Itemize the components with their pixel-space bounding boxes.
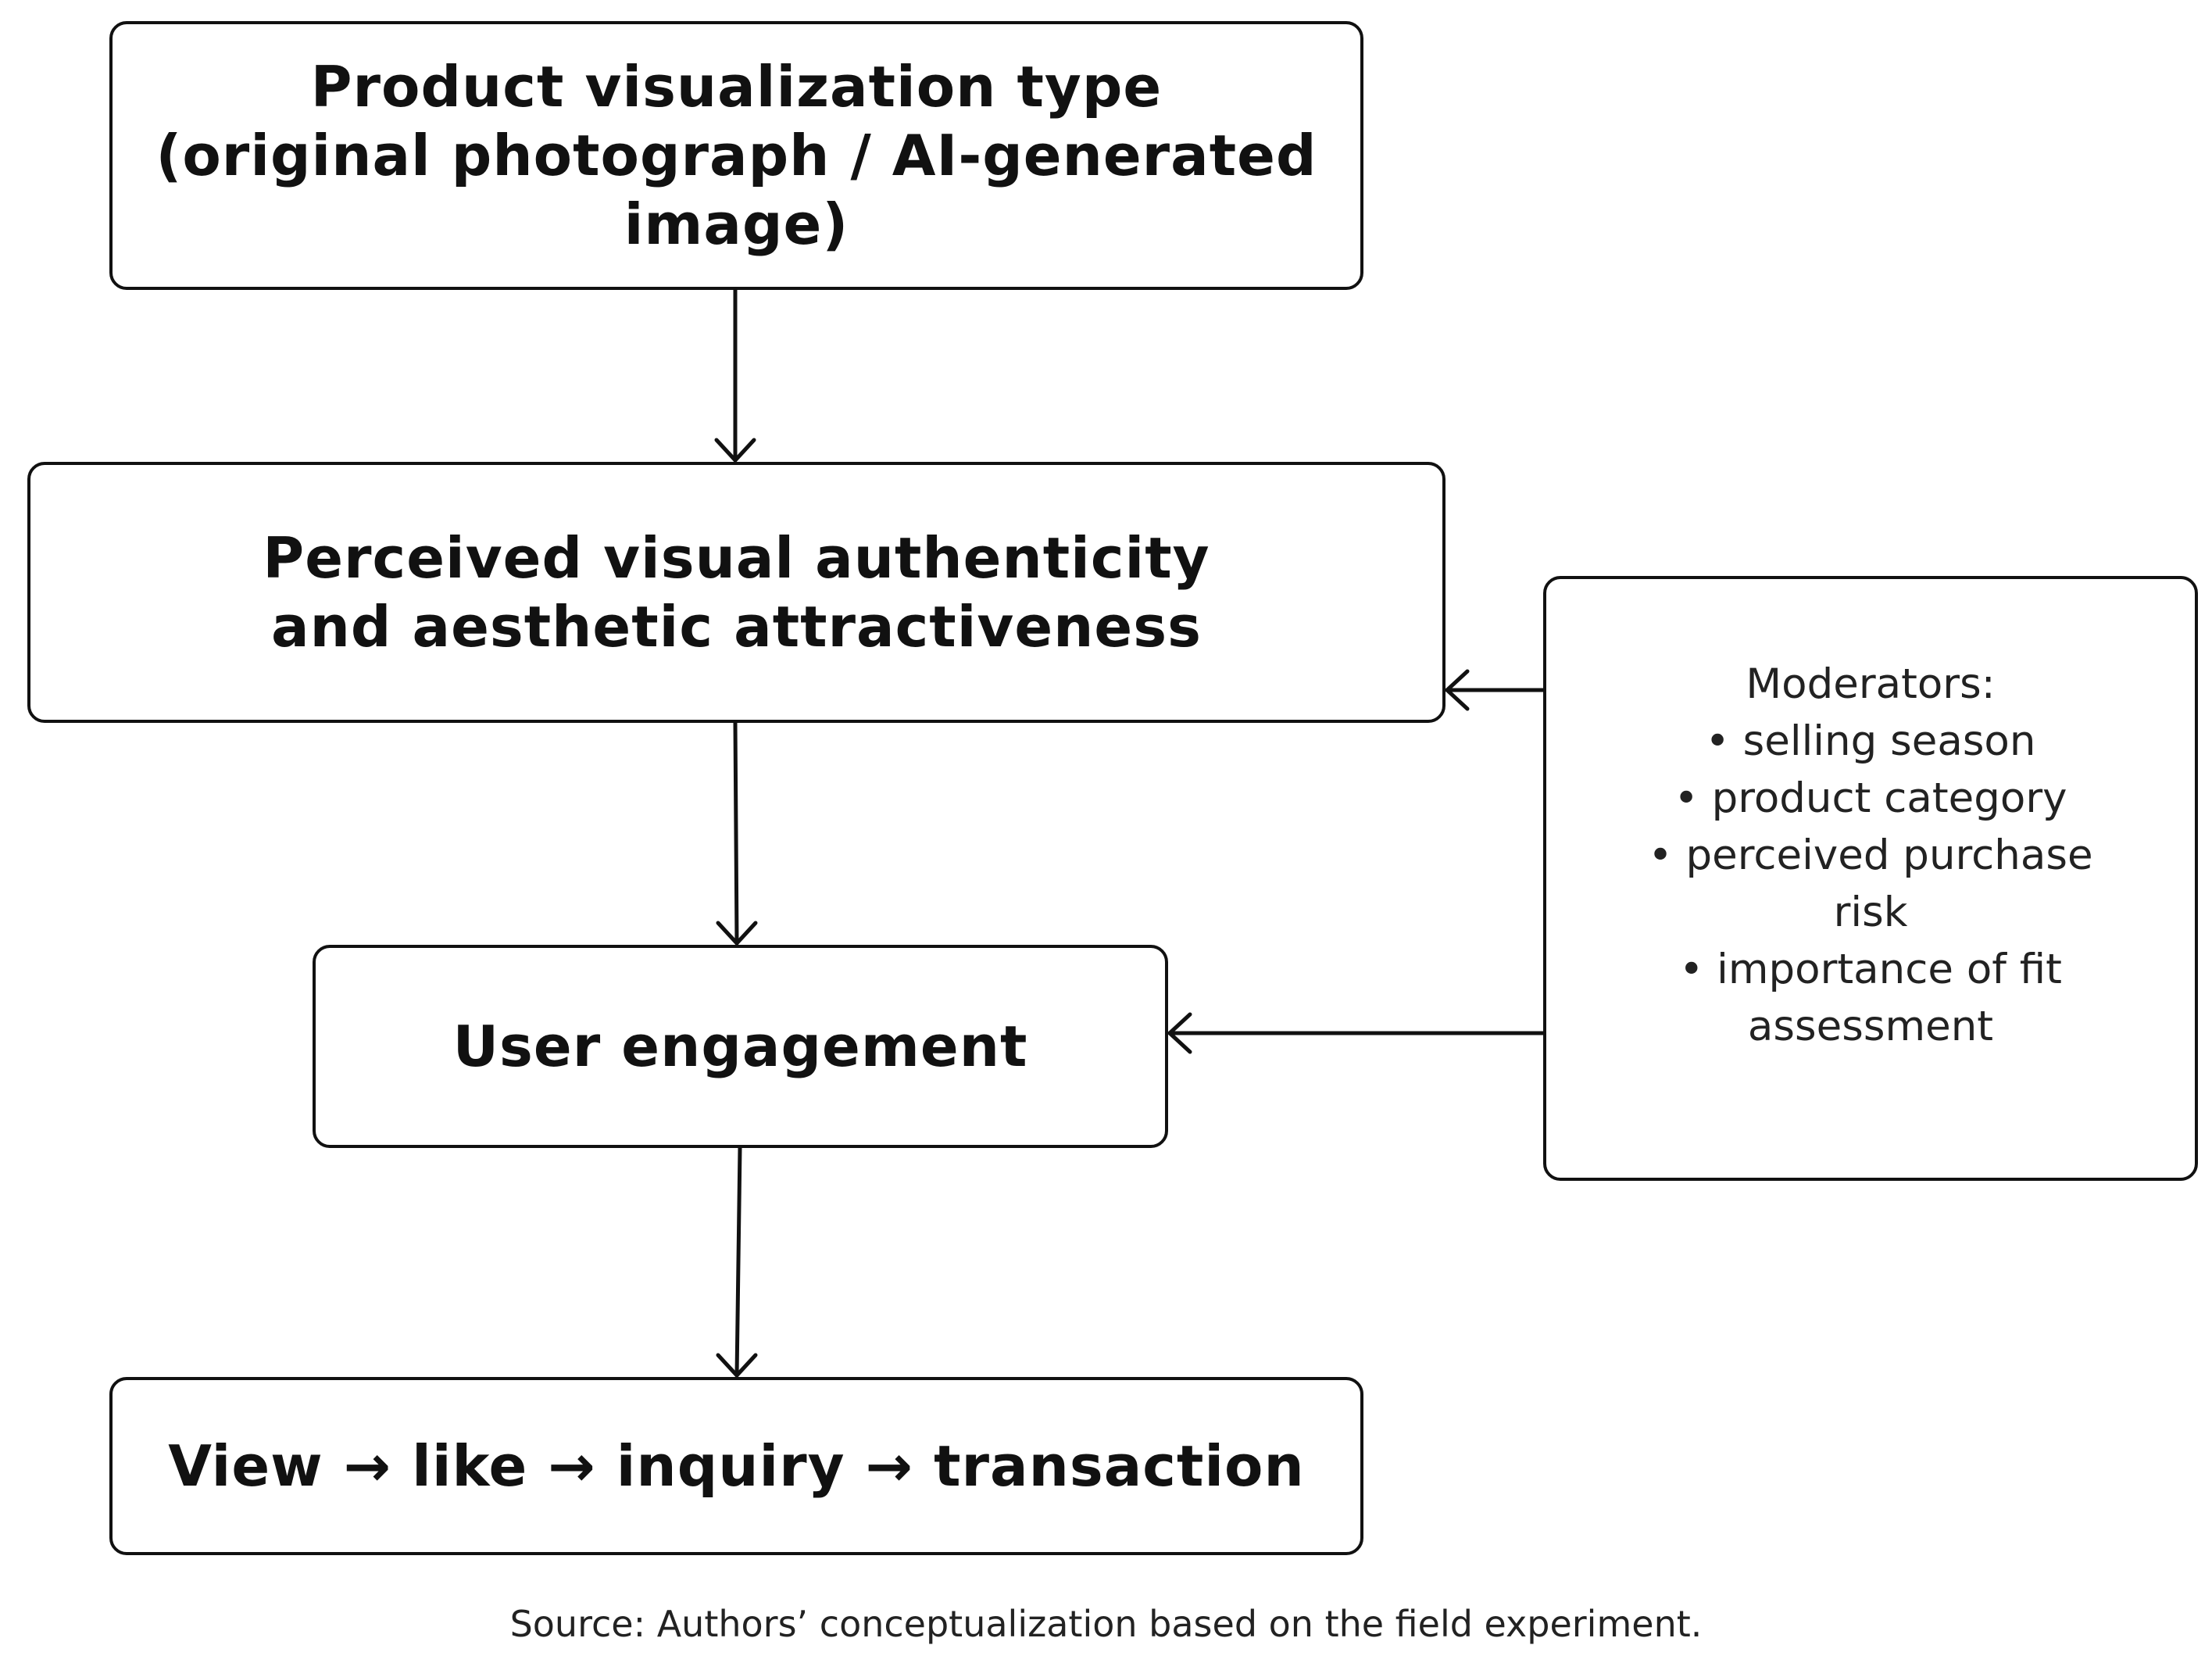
- moderator-item: • perceived purchase: [1648, 831, 2093, 879]
- source-caption: Source: Authors’ conceptualization based…: [509, 1603, 1703, 1645]
- arrowhead-engagement-to-funnel: [716, 1353, 758, 1378]
- moderator-item: • selling season: [1705, 717, 2036, 765]
- conversion-funnel-box: View → like → inquiry → transaction: [109, 1377, 1363, 1555]
- perceived-authenticity-box: Perceived visual authenticity and aesthe…: [27, 462, 1445, 723]
- moderator-item-continuation: risk: [1833, 888, 1908, 936]
- moderator-item: • importance of fit: [1679, 945, 2062, 993]
- arrow-perceived-to-engagement: [733, 721, 739, 946]
- moderator-item: • product category: [1674, 774, 2067, 822]
- user-engagement-label: User engagement: [452, 1014, 1028, 1079]
- moderators-title: Moderators:: [1746, 660, 1996, 708]
- conversion-funnel-label: View → like → inquiry → transaction: [168, 1433, 1305, 1499]
- arrowhead-perceived-to-engagement: [716, 921, 758, 946]
- perceived-line-2: and aesthetic attractiveness: [271, 594, 1202, 660]
- moderator-item-continuation: assessment: [1747, 1002, 1994, 1050]
- visualization-line-2: (original photograph / AI-generated: [155, 123, 1317, 188]
- arrow-engagement-to-funnel: [734, 1146, 742, 1378]
- visualization-line-1: Product visualization type: [310, 54, 1163, 120]
- moderators-list: Moderators: • selling season • product c…: [1648, 656, 2092, 1055]
- arrowhead-visualization-to-perceived: [714, 438, 756, 463]
- visualization-type-box: Product visualization type (original pho…: [109, 21, 1363, 290]
- moderators-box: Moderators: • selling season • product c…: [1543, 576, 2198, 1181]
- arrowhead-moderators-to-engagement: [1167, 1012, 1192, 1054]
- visualization-type-label: Product visualization type (original pho…: [151, 52, 1323, 259]
- visualization-line-3: image): [624, 191, 849, 257]
- user-engagement-box: User engagement: [313, 945, 1168, 1148]
- perceived-authenticity-label: Perceived visual authenticity and aesthe…: [73, 524, 1401, 661]
- perceived-line-1: Perceived visual authenticity: [263, 525, 1210, 591]
- arrowhead-moderators-to-perceived: [1445, 669, 1470, 711]
